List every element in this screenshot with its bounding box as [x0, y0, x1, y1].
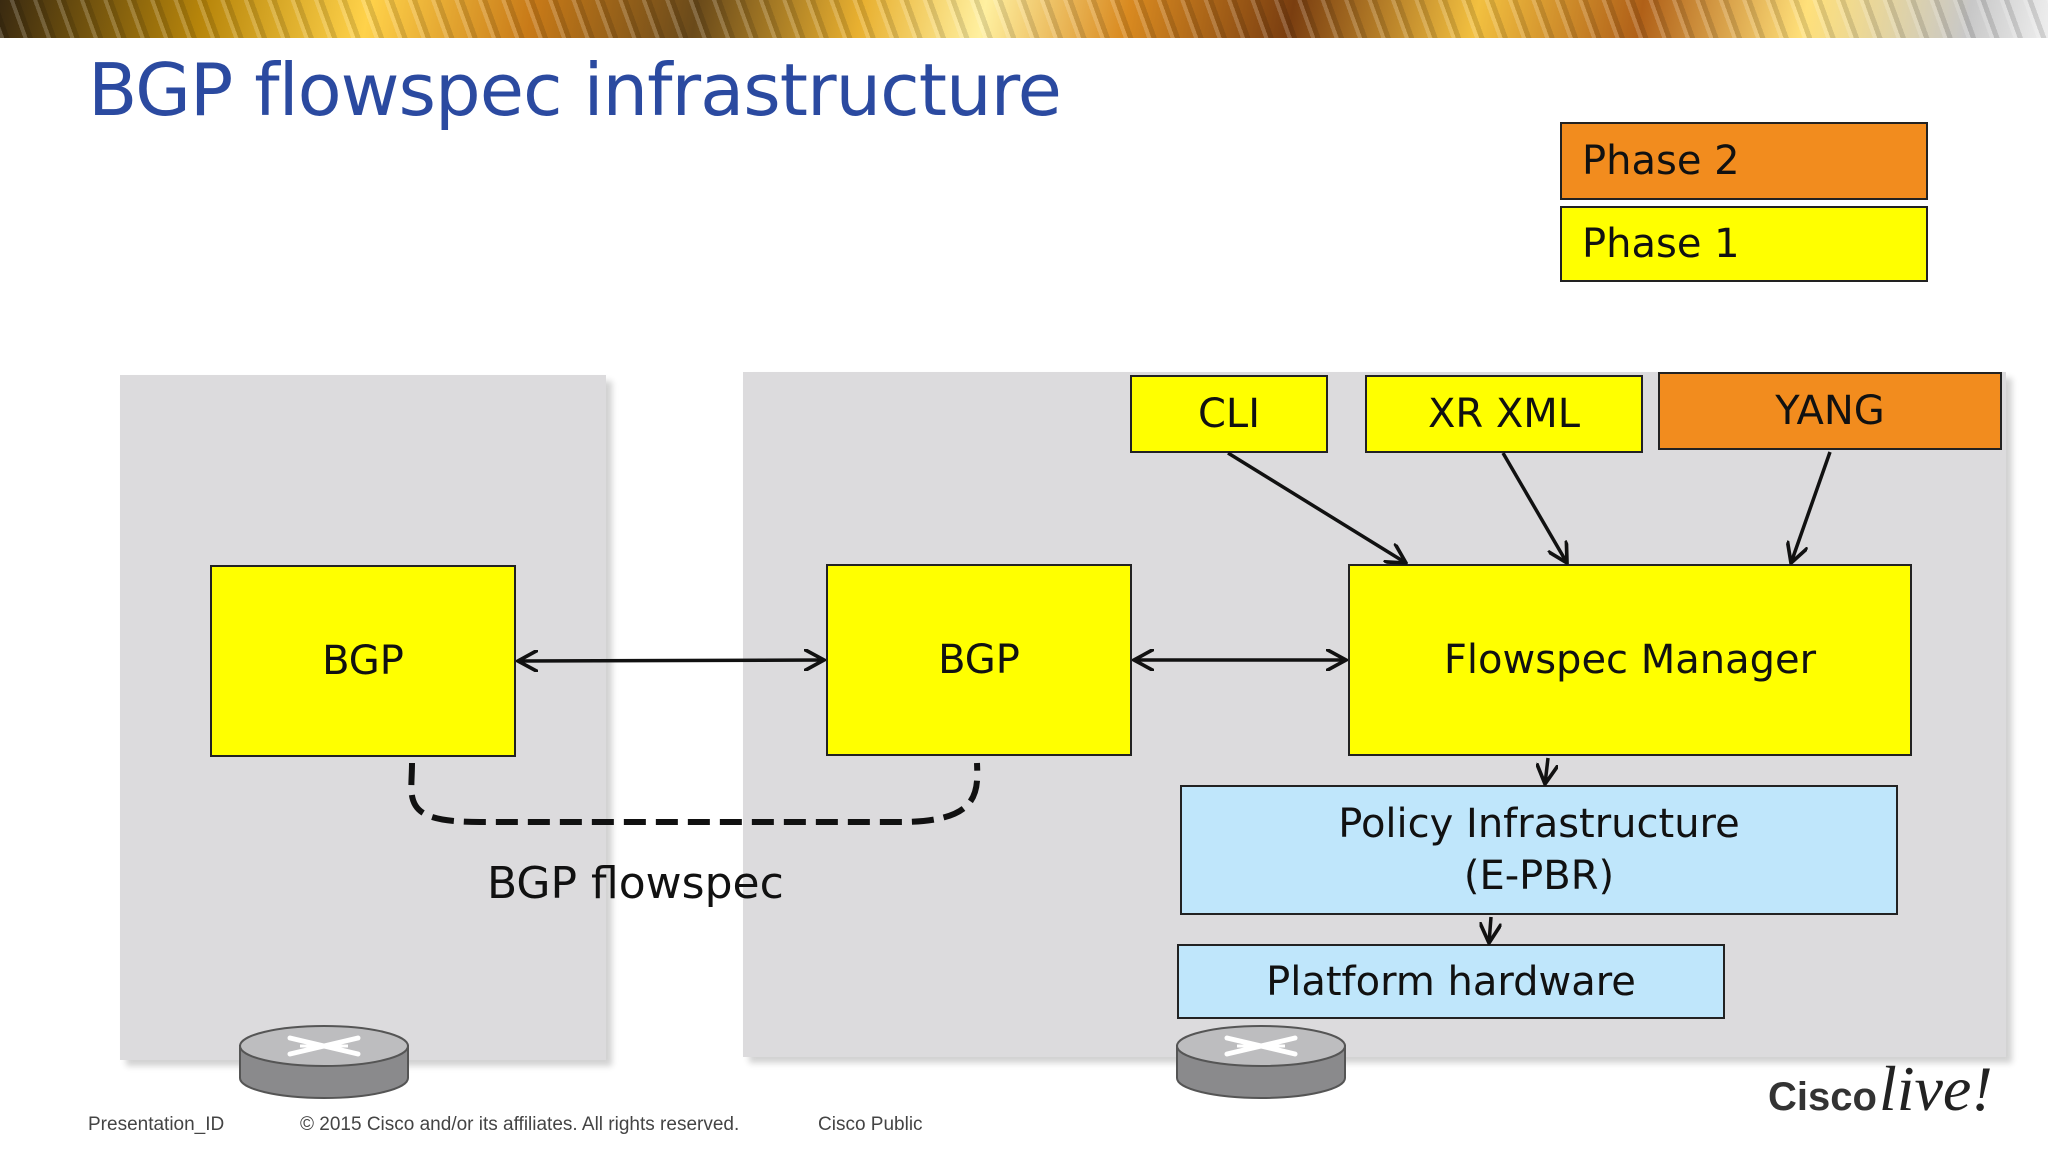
xrxml-to-flowspec-arrow	[1501, 452, 1567, 563]
footer-classification: Cisco Public	[818, 1114, 923, 1135]
router-icon-left	[239, 1025, 409, 1099]
left-bgp-label: BGP	[322, 638, 404, 684]
page-title: BGP flowspec infrastructure	[88, 48, 1062, 132]
footer-presentation-id: Presentation_ID	[88, 1114, 225, 1135]
bgp-flowspec-session-label: BGP flowspec	[487, 858, 784, 909]
footer-copyright: © 2015 Cisco and/or its affiliates. All …	[300, 1114, 740, 1135]
policy-to-hardware-arrow	[1489, 916, 1491, 943]
left-bgp-box: BGP	[210, 565, 516, 757]
legend-phase-2: Phase 2	[1560, 122, 1928, 200]
legend-phase-1: Phase 1	[1560, 206, 1928, 282]
yang-box: YANG	[1658, 372, 2002, 450]
logo-event: live!	[1878, 1053, 1993, 1124]
cli-label: CLI	[1197, 391, 1260, 437]
flowspec-to-policy-arrow	[1545, 757, 1548, 784]
header-banner	[0, 0, 2048, 38]
right-bgp-box: BGP	[826, 564, 1132, 756]
flowspec-manager-box: Flowspec Manager	[1348, 564, 1912, 756]
platform-hardware-box: Platform hardware	[1177, 944, 1725, 1019]
logo-brand: Cisco	[1768, 1075, 1877, 1119]
cli-box: CLI	[1130, 375, 1328, 453]
cisco-live-logo: Ciscolive!	[1768, 1052, 1993, 1126]
policy-infrastructure-label: Policy Infrastructure	[1338, 801, 1740, 847]
platform-hardware-label: Platform hardware	[1266, 958, 1636, 1005]
policy-epbr-label: (E-PBR)	[1463, 853, 1615, 899]
xr-xml-box: XR XML	[1365, 375, 1643, 453]
router-icon-right	[1176, 1025, 1346, 1099]
bgp-peering-arrow	[518, 660, 824, 661]
right-bgp-label: BGP	[938, 637, 1020, 683]
yang-label: YANG	[1775, 388, 1885, 434]
legend-phase-2-label: Phase 2	[1582, 138, 1740, 184]
flowspec-manager-label: Flowspec Manager	[1443, 637, 1817, 683]
bgp-flowspec-dashed-link	[408, 762, 981, 825]
legend-phase-1-label: Phase 1	[1582, 221, 1740, 267]
xr-xml-label: XR XML	[1427, 391, 1581, 437]
cli-to-flowspec-arrow	[1227, 451, 1406, 563]
yang-to-flowspec-arrow	[1791, 451, 1832, 563]
